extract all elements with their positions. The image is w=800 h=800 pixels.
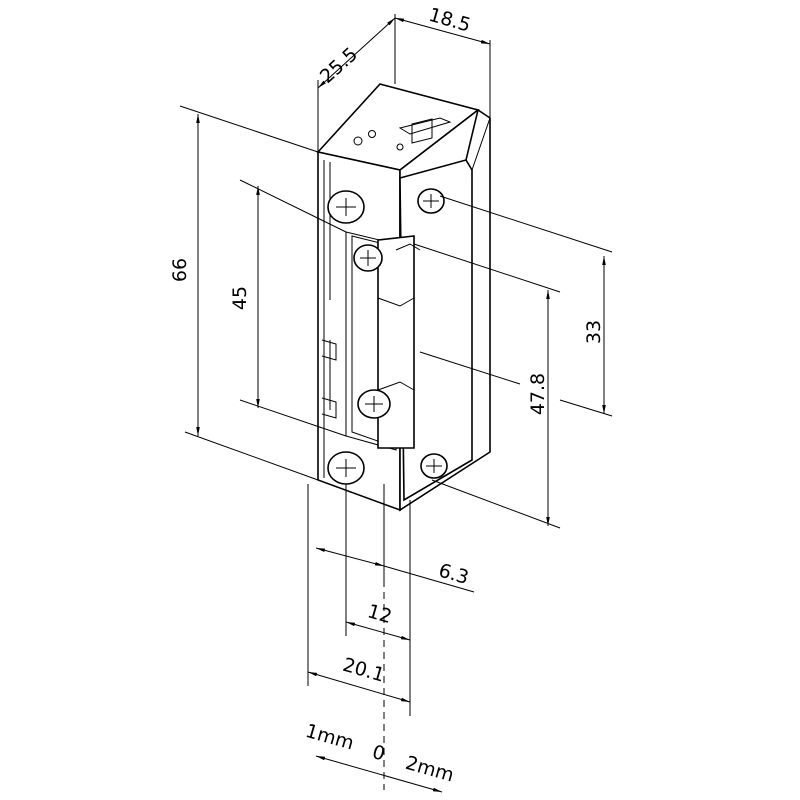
offset-2mm-label: 2mm [403,752,456,787]
screw-top-right [417,188,445,214]
dimension-right: 33 47.8 [413,195,613,529]
dim-33-label: 33 [583,320,605,344]
dim-45-label: 45 [229,286,251,310]
offset-zero-label: 0 [370,741,388,765]
dim-6-3-label: 6.3 [436,559,471,588]
dim-12-label: 12 [365,600,394,628]
dimension-bottom: 6.3 12 20.1 1mm 0 2mm [303,484,475,793]
screw-top-left [327,190,365,224]
dim-20-1-label: 20.1 [340,654,387,687]
dimension-left: 66 45 [169,105,347,481]
dim-47-8-label: 47.8 [527,373,549,415]
screw-bottom-left [327,451,365,485]
screw-bottom-right [420,453,448,479]
dim-66-label: 66 [169,258,191,282]
dim-18-5-label: 18.5 [426,4,473,37]
strike-body [316,83,491,512]
dim-25-5-label: 25.5 [316,43,362,88]
screw-latch-bottom [357,389,391,419]
offset-1mm-label: 1mm [303,720,356,755]
screw-latch-top [353,244,383,272]
